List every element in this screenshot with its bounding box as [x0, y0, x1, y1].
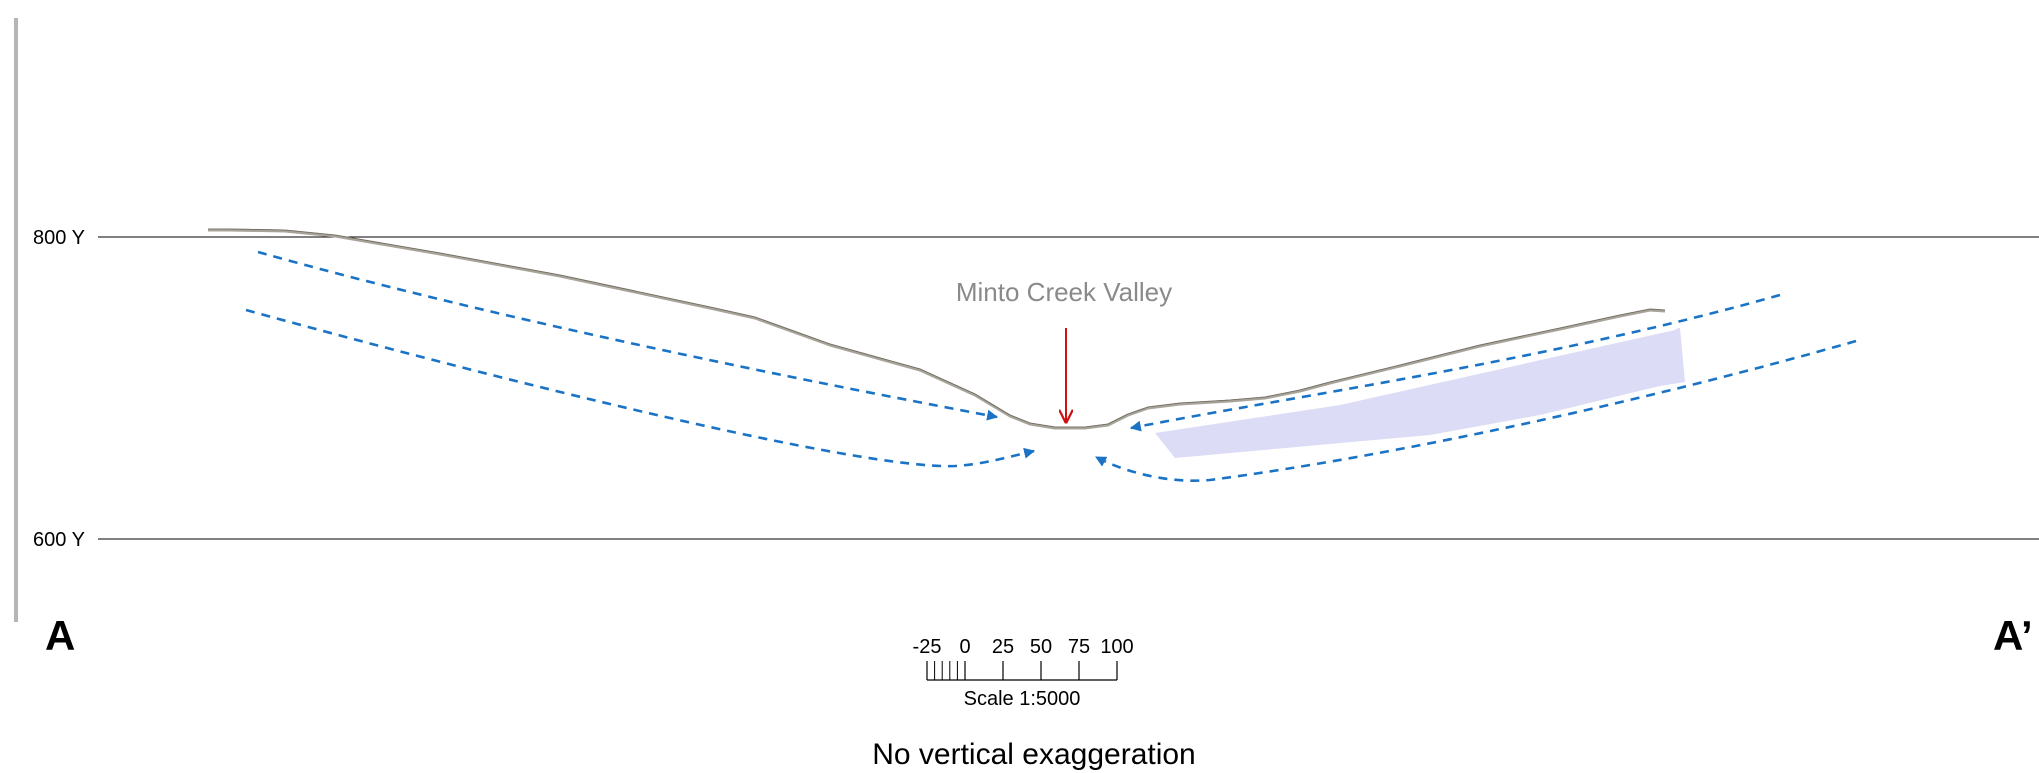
- valley-label: Minto Creek Valley: [956, 277, 1172, 307]
- scale-tick-label: -25: [913, 636, 942, 658]
- section-start-label: A: [45, 612, 75, 659]
- scale-tick-label: 75: [1068, 636, 1090, 658]
- flow-arrow-right-lower: [1095, 339, 1857, 482]
- flow-arrow-left-upper: [257, 250, 999, 421]
- terrain-profile-edge: [208, 228, 1666, 428]
- flow-arrow-right-upper: [1129, 293, 1781, 432]
- section-end-label: A’: [1993, 612, 2033, 659]
- flow-arrow-left-lower: [245, 308, 1036, 468]
- scale-tick-label: 100: [1100, 636, 1133, 658]
- scale-tick-label: 25: [992, 636, 1014, 658]
- scale-label: Scale 1:5000: [964, 688, 1081, 710]
- elevation-label-800: 800 Y: [33, 227, 85, 249]
- scale-bar: -25 0 25 50 75 100 Scale 1:5000: [913, 636, 1134, 710]
- scale-tick-label: 50: [1030, 636, 1052, 658]
- terrain-profile: [208, 228, 1666, 430]
- vertical-exaggeration-note: No vertical exaggeration: [872, 738, 1196, 771]
- scale-tick-label: 0: [959, 636, 970, 658]
- elevation-label-600: 600 Y: [33, 529, 85, 551]
- shaded-unit: [1155, 328, 1685, 458]
